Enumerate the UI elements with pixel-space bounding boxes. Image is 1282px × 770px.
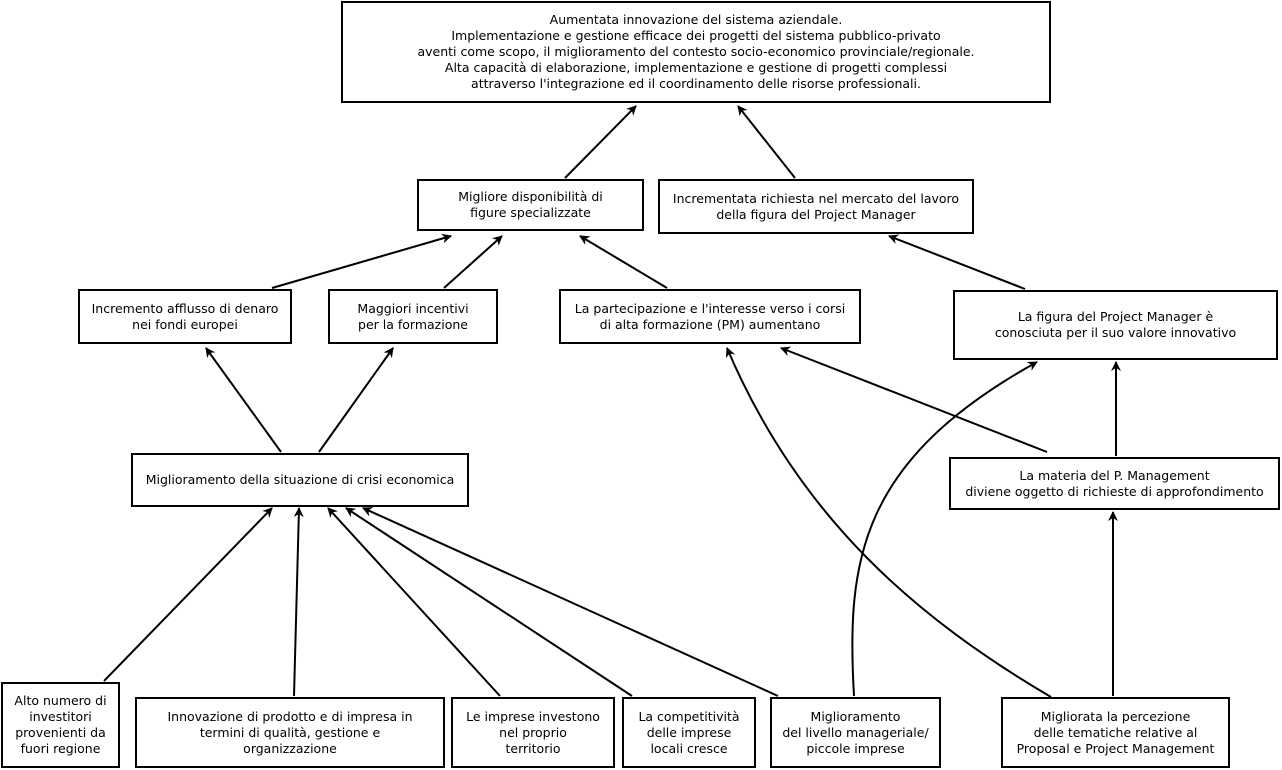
node-text-line: attraverso l'integrazione ed il coordina… [471,76,921,91]
node-crisi: Miglioramento della situazione di crisi … [131,453,469,507]
edges-group [103,105,1121,698]
arrow-fondi-to-specializzate [271,233,452,289]
node-text: Incrementata richiesta nel mercato del l… [673,191,959,223]
arrow-corsi-to-specializzate [579,235,668,289]
node-text-line: di alta formazione (PM) aumentano [599,316,821,332]
node-text-line: locali cresce [650,740,728,756]
node-text-line: fuori regione [20,741,101,756]
node-text-line: organizzazione [243,740,337,756]
node-text-line: per la formazione [358,316,468,332]
node-text-line: La competitività [638,708,740,724]
arrow-innovazione-to-crisi [293,507,304,697]
node-corsi: La partecipazione e l'interesse verso i … [559,289,861,344]
node-text-line: provenienti da [15,725,106,740]
node-text-line: Migliorata la percezione [1040,708,1191,724]
node-text-line: Maggiori incentivi [357,300,469,316]
arrow-crisi-to-fondi [205,347,282,453]
node-text-line: del livello manageriale/ [782,724,929,740]
node-text: Aumentata innovazione del sistema aziend… [417,12,974,92]
node-text-line: investitori [29,709,92,724]
node-text-line: conosciuta per il suo valore innovativo [994,325,1237,340]
node-text-line: Innovazione di prodotto e di impresa in [167,708,413,724]
arrow-investitori-to-crisi [103,507,273,682]
node-text-line: della figura del Project Manager [716,206,916,222]
arrow-manageriale-to-figura_pm [851,361,1038,697]
node-text-line: Proposal e Project Management [1016,740,1215,756]
node-text-line: La partecipazione e l'interesse verso i … [574,300,846,316]
arrow-specializzate-to-goal [564,105,637,179]
node-text-line: Le imprese investono [466,708,600,724]
arrow-richiesta_pm-to-goal [737,105,796,179]
node-text: La partecipazione e l'interesse verso i … [575,301,845,333]
node-text-line: figure specializzate [470,205,591,220]
arrow-crisi-to-incentivi [318,347,394,453]
node-richiesta-pm: Incrementata richiesta nel mercato del l… [658,179,974,234]
node-text-line: Alta capacità di elaborazione, implement… [444,60,948,75]
node-text-line: delle imprese [646,724,732,740]
node-text-line: Incrementata richiesta nel mercato del l… [672,190,960,206]
node-text-line: delle tematiche relative al [1033,724,1198,740]
node-text-line: Incremento afflusso di denaro [91,300,279,316]
node-text-line: Miglioramento [810,708,901,724]
node-text-line: Implementazione e gestione efficace dei … [451,28,941,43]
node-text-line: La figura del Project Manager è [1017,309,1214,324]
node-text-line: piccole imprese [806,740,905,756]
node-text-line: nel proprio [499,724,567,740]
node-text-line: La materia del P. Management [1019,467,1210,483]
arrow-competitivita-to-crisi [345,507,633,697]
node-text-line: aventi come scopo, il miglioramento del … [417,44,975,59]
node-text-line: Migliore disponibilità di [458,189,603,204]
node-text-line: Miglioramento della situazione di crisi … [145,472,455,487]
node-text-line: diviene oggetto di richieste di approfon… [965,483,1264,499]
node-text-line: nei fondi europei [132,316,238,332]
node-text-line: Alto numero di [14,693,107,708]
node-text-line: territorio [505,740,561,756]
arrow-manageriale-to-crisi [362,507,779,697]
arrow-figura_pm-to-richiesta_pm [888,234,1026,290]
arrow-materia-to-corsi [780,346,1048,453]
node-text: Miglioramento della situazione di crisi … [146,472,455,488]
arrow-incentivi-to-specializzate [443,235,503,289]
node-text-line: termini di qualità, gestione e [199,724,381,740]
node-goal: Aumentata innovazione del sistema aziend… [341,1,1051,103]
arrow-percezione-to-corsi [725,347,1052,698]
node-text-line: Aumentata innovazione del sistema aziend… [549,12,843,27]
arrow-investono-to-crisi [327,507,501,697]
